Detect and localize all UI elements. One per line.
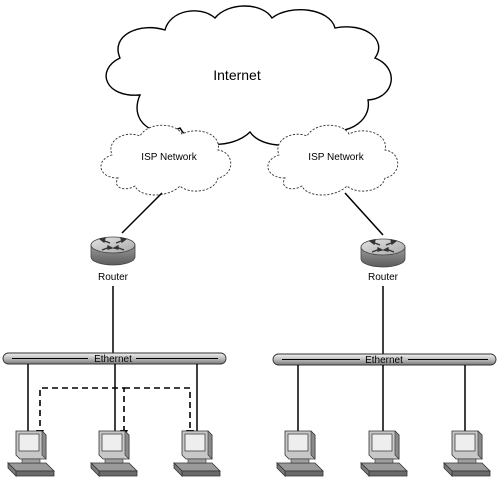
workstation-icon-right-1 <box>276 430 324 477</box>
router-icon-right <box>360 238 406 268</box>
router-label-right: Router <box>368 272 399 283</box>
ethernet-bus-left: Ethernet <box>2 352 227 365</box>
isp-network-cloud-right: ISP Network <box>267 124 399 196</box>
workstation-icon-right-2 <box>360 430 408 477</box>
link-isp-right-to-router-right <box>344 192 384 236</box>
workstation-icon-left-2 <box>90 430 138 477</box>
internet-label: Internet <box>213 67 261 83</box>
ethernet-bus-right: Ethernet <box>272 353 497 366</box>
router-label-left: Router <box>98 272 129 283</box>
isp-network-cloud-left: ISP Network <box>100 124 232 196</box>
router-icon-left <box>90 236 136 266</box>
isp-network-label-left: ISP Network <box>141 152 197 163</box>
workstation-icon-left-3 <box>173 430 221 477</box>
internet-cloud: Internet <box>105 5 392 146</box>
ethernet-label-left: Ethernet <box>94 354 132 365</box>
workstation-icon-left-1 <box>7 430 55 477</box>
isp-network-label-right: ISP Network <box>308 152 364 163</box>
ethernet-label-right: Ethernet <box>365 355 403 366</box>
link-isp-left-to-router-left <box>121 192 163 234</box>
workstation-icon-right-3 <box>443 430 491 477</box>
